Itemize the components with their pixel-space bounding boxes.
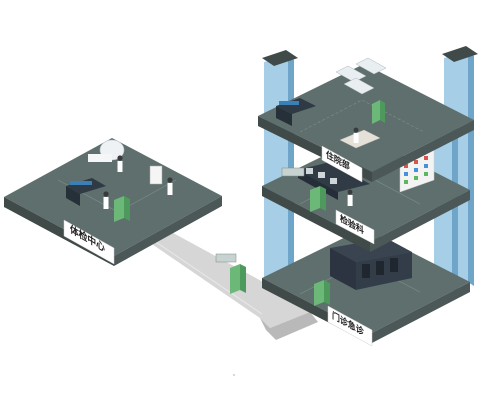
doctor-icon bbox=[353, 127, 359, 143]
kiosk-icon bbox=[372, 100, 385, 124]
connecting-walkway bbox=[146, 228, 318, 340]
doctor-icon bbox=[347, 189, 353, 206]
bed-icon bbox=[335, 57, 387, 95]
kiosk-icon bbox=[310, 186, 326, 212]
kiosk-icon bbox=[114, 196, 130, 222]
decorative-dot bbox=[233, 374, 235, 376]
lab-floor bbox=[262, 136, 470, 252]
kiosk-icon bbox=[314, 280, 330, 306]
outpatient-floor bbox=[262, 228, 470, 344]
building-pillars bbox=[262, 46, 478, 294]
doctor-icon bbox=[103, 155, 173, 209]
walkway-kiosk bbox=[215, 253, 246, 294]
